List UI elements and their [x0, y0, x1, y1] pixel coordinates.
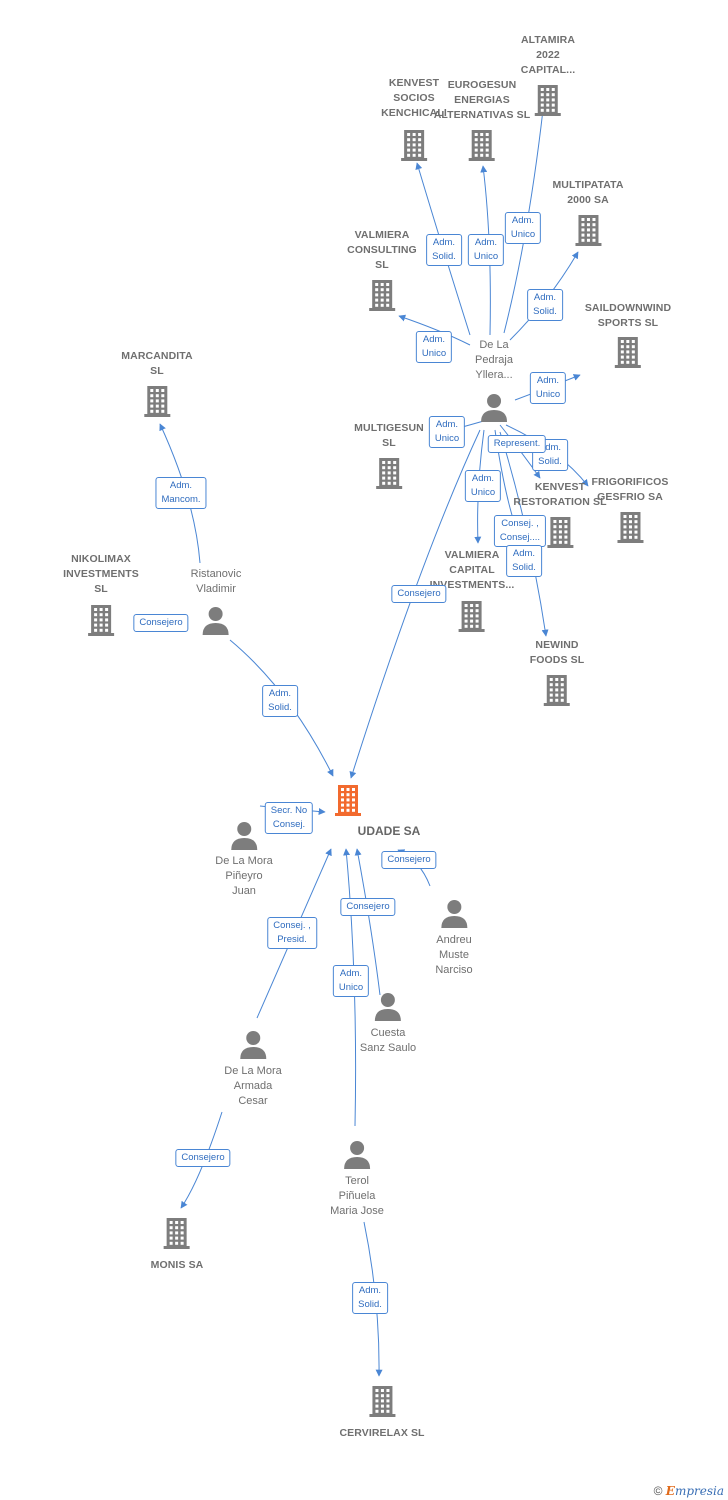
node-label-terol: Terol Piñuela Maria Jose	[330, 1175, 384, 1217]
node-valmiera_consulting[interactable]: VALMIERA CONSULTING SL	[347, 228, 417, 312]
node-label-valmiera_consulting: VALMIERA CONSULTING SL	[347, 229, 417, 271]
edge-label-ristanovic-nikolimax[interactable]: Adm. Solid.	[262, 685, 298, 717]
copyright-symbol: ©	[653, 1484, 663, 1498]
node-label-delapedraja: De La Pedraja Yllera...	[475, 339, 513, 381]
node-label-ristanovic: Ristanovic Vladimir	[190, 568, 242, 595]
building-icon	[151, 1216, 204, 1250]
node-eurogesun[interactable]: EUROGESUN ENERGIAS ALTERNATIVAS SL	[434, 78, 531, 162]
edge-label-delapedraja-valmiera_capital[interactable]: Consej. , Consej....	[493, 515, 547, 547]
building-icon	[121, 384, 192, 418]
node-label-frigorificos: FRIGORIFICOS GESFRIO SA	[591, 476, 669, 503]
person-icon	[475, 392, 513, 422]
node-label-marcandita: MARCANDITA SL	[121, 350, 193, 377]
person-icon	[435, 898, 472, 928]
person-icon	[215, 820, 272, 850]
brand-logo-e: E	[665, 1484, 675, 1498]
person-icon	[360, 991, 416, 1021]
edge-label-delapedraja-eurogesun[interactable]: Adm. Unico	[467, 234, 505, 266]
edge-label-delapedraja-multigesun[interactable]: Adm. Unico	[428, 416, 466, 448]
node-label-kenvest_restoration: KENVEST RESTORATION SL	[513, 481, 607, 508]
edge-delapedraja-to-valmiera_consulting	[398, 314, 471, 346]
edge-label-delapedraja-valmiera_capital[interactable]: Adm. Unico	[464, 470, 502, 502]
building-icon	[521, 83, 575, 117]
node-nikolimax[interactable]: NIKOLIMAX INVESTMENTS SL	[63, 552, 139, 637]
node-label-multipatata: MULTIPATATA 2000 SA	[552, 179, 624, 206]
edge-label-delapedraja-valmiera_consulting[interactable]: Adm. Unico	[415, 331, 453, 363]
edge-delapedraja-to-main	[349, 429, 481, 779]
edge-cuesta-to-main	[354, 848, 381, 996]
node-newind[interactable]: NEWIND FOODS SL	[530, 638, 584, 707]
building-icon	[347, 278, 417, 312]
node-multipatata[interactable]: MULTIPATATA 2000 SA	[552, 178, 623, 247]
edge-label-terol-cervirelax[interactable]: Adm. Solid.	[352, 1282, 388, 1314]
node-monis[interactable]: MONIS SA	[151, 1216, 204, 1273]
node-multigesun[interactable]: MULTIGESUN SL	[354, 421, 424, 490]
node-cuesta[interactable]: Cuesta Sanz Saulo	[360, 991, 416, 1056]
node-label-eurogesun: EUROGESUN ENERGIAS ALTERNATIVAS SL	[433, 79, 531, 121]
building-icon	[585, 335, 671, 369]
node-andreu[interactable]: Andreu Muste Narciso	[435, 898, 473, 978]
edge-label-delapedraja-main[interactable]: Consejero	[391, 585, 447, 603]
node-label-monis: MONIS SA	[150, 1259, 204, 1271]
building-icon	[434, 128, 531, 162]
building-icon	[530, 673, 584, 707]
building-icon	[591, 510, 668, 544]
building-icon	[333, 783, 363, 817]
node-kenvest_restoration[interactable]: KENVEST RESTORATION SL	[513, 480, 606, 549]
node-valmiera_capital[interactable]: VALMIERA CAPITAL INVESTMENTS...	[430, 548, 515, 633]
node-label-kenvest_socios: KENVEST SOCIOS KENCHICALI	[381, 77, 447, 119]
node-label-newind: NEWIND FOODS SL	[529, 639, 585, 666]
edge-label-delamora_cesar-monis[interactable]: Adm. Unico	[332, 965, 370, 997]
edge-label-delapedraja-altamira[interactable]: Adm. Unico	[504, 212, 542, 244]
node-saildownwind[interactable]: SAILDOWNWIND SPORTS SL	[585, 301, 671, 369]
node-terol[interactable]: Terol Piñuela Maria Jose	[330, 1139, 384, 1219]
building-icon	[339, 1384, 424, 1418]
person-icon	[191, 605, 242, 635]
brand-logo-text: mpresia	[674, 1484, 724, 1498]
building-icon	[430, 599, 515, 633]
node-label-delamora_cesar: De La Mora Armada Cesar	[224, 1065, 282, 1107]
edge-label-andreu-main[interactable]: Consejero	[381, 851, 437, 869]
edge-label-delapedraja-multipatata[interactable]: Adm. Solid.	[527, 289, 563, 321]
node-label-multigesun: MULTIGESUN SL	[354, 422, 424, 449]
edge-label-delamora_juan-main[interactable]: Secr. No Consej.	[264, 802, 314, 834]
edge-label-ristanovic-main[interactable]: Consejero	[133, 614, 189, 632]
node-kenvest_socios[interactable]: KENVEST SOCIOS KENCHICALI	[381, 76, 447, 162]
edge-terol-to-main	[180, 1111, 223, 1209]
person-icon	[330, 1139, 384, 1169]
brand-footer: © Empresia	[654, 1484, 724, 1498]
edge-label-delapedraja-newind[interactable]: Adm. Solid.	[506, 545, 542, 577]
node-label-altamira: ALTAMIRA 2022 CAPITAL...	[520, 34, 576, 76]
node-cervirelax[interactable]: CERVIRELAX SL	[339, 1384, 424, 1441]
edge-label-delamora_cesar-main[interactable]: Consej. , Presid.	[267, 917, 317, 949]
node-label-andreu: Andreu Muste Narciso	[435, 934, 473, 976]
node-marcandita[interactable]: MARCANDITA SL	[121, 349, 193, 418]
building-icon	[552, 213, 623, 247]
building-icon	[63, 603, 139, 637]
node-frigorificos[interactable]: FRIGORIFICOS GESFRIO SA	[591, 475, 668, 544]
node-label-delamora_juan: De La Mora Piñeyro Juan	[215, 855, 273, 897]
node-ristanovic[interactable]: Ristanovic Vladimir	[190, 567, 242, 635]
edge-label-delapedraja-kenvest_restoration[interactable]: Represent.	[487, 435, 547, 453]
building-icon	[513, 515, 606, 549]
edge-label-cuesta-main[interactable]: Consejero	[340, 898, 396, 916]
node-label-saildownwind: SAILDOWNWIND SPORTS SL	[584, 302, 672, 329]
node-label-cervirelax: CERVIRELAX SL	[339, 1427, 425, 1439]
node-main[interactable]	[333, 783, 363, 817]
person-icon	[224, 1029, 281, 1059]
node-altamira[interactable]: ALTAMIRA 2022 CAPITAL...	[521, 33, 575, 117]
node-delapedraja[interactable]: De La Pedraja Yllera...	[475, 338, 513, 422]
node-delamora_juan[interactable]: De La Mora Piñeyro Juan	[215, 820, 273, 899]
node-label-nikolimax: NIKOLIMAX INVESTMENTS SL	[63, 553, 139, 595]
building-icon	[381, 128, 447, 162]
edge-label-ristanovic-marcandita[interactable]: Adm. Mancom.	[155, 477, 207, 509]
node-label-valmiera_capital: VALMIERA CAPITAL INVESTMENTS...	[429, 549, 515, 591]
node-label-cuesta: Cuesta Sanz Saulo	[359, 1027, 417, 1054]
node-delamora_cesar[interactable]: De La Mora Armada Cesar	[224, 1029, 282, 1109]
edge-label-delapedraja-kenvest_socios[interactable]: Adm. Solid.	[426, 234, 462, 266]
edge-label-delapedraja-saildownwind[interactable]: Adm. Unico	[529, 372, 567, 404]
node-label-main: UDADE SA	[357, 824, 421, 838]
building-icon	[354, 456, 424, 490]
edge-label-terol-main[interactable]: Consejero	[175, 1149, 231, 1167]
